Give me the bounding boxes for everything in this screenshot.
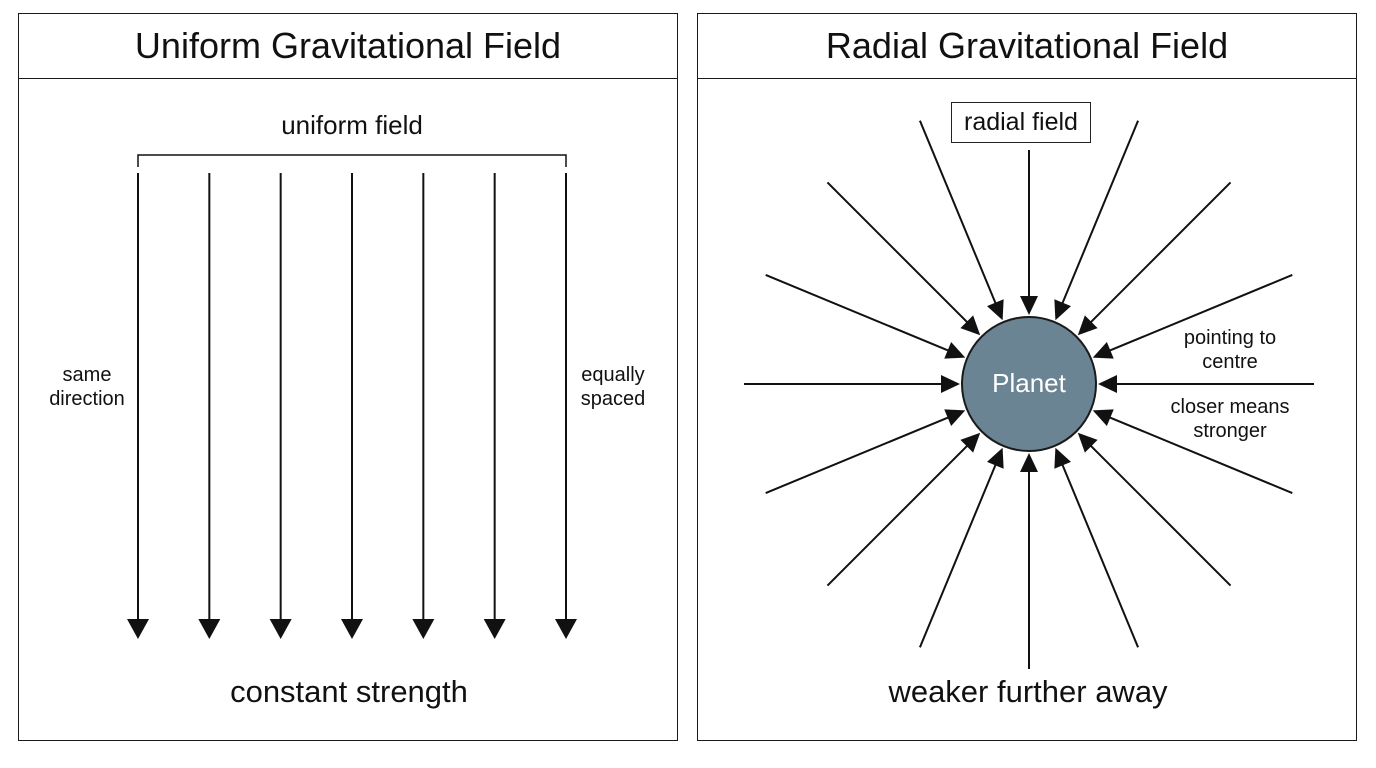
radial-field-arrow-head <box>944 409 966 426</box>
radial-field-arrow-shaft <box>1108 274 1293 353</box>
radial-field-arrow-shaft <box>919 463 998 648</box>
radial-field-body: Planet radial field pointing to centre c… <box>698 78 1358 740</box>
radial-field-arrow-shaft <box>826 444 969 587</box>
radial-field-arrow <box>919 120 1004 321</box>
radial-field-lines <box>744 120 1314 669</box>
radial-field-arrow <box>1092 274 1293 359</box>
radial-field-arrow <box>1092 409 1293 494</box>
radial-field-arrow-head <box>941 375 960 393</box>
radial-field-arrow <box>1054 120 1139 321</box>
uniform-field-arrow <box>127 173 149 639</box>
uniform-field-lines <box>127 173 577 639</box>
radial-field-diagram <box>744 120 1314 669</box>
planet-body <box>961 316 1097 452</box>
uniform-field-arrow <box>412 173 435 639</box>
uniform-field-arrow-head <box>341 619 363 639</box>
radial-field-arrow <box>1077 181 1232 336</box>
pointing-to-centre-note: pointing to centre <box>1160 326 1300 375</box>
radial-field-arrow-head <box>1077 432 1098 453</box>
radial-field-arrow <box>1020 453 1038 669</box>
radial-field-arrow-head <box>987 299 1004 321</box>
uniform-field-arrow-head <box>555 619 577 639</box>
uniform-field-arrow <box>198 173 221 639</box>
same-direction-note: same direction <box>27 363 147 412</box>
uniform-field-arrow <box>269 173 292 639</box>
uniform-field-bracket-label: uniform field <box>281 110 423 140</box>
radial-field-arrow <box>1098 375 1314 393</box>
radial-field-arrow-head <box>1098 375 1117 393</box>
same-direction-text: same direction <box>49 364 125 411</box>
radial-field-arrow <box>919 447 1004 648</box>
radial-field-arrow-head <box>1054 447 1071 469</box>
radial-field-arrow <box>744 375 960 393</box>
equally-spaced-text: equally spaced <box>580 364 646 411</box>
radial-field-arrow-head <box>1092 342 1114 359</box>
weaker-further-away-caption: weaker further away <box>888 674 1168 709</box>
uniform-field-panel: Uniform Gravitational Field uniform fiel… <box>18 13 678 741</box>
uniform-field-arrow <box>483 173 506 639</box>
uniform-field-title: Uniform Gravitational Field <box>19 14 677 79</box>
radial-field-arrow-shaft <box>765 274 950 353</box>
constant-strength-caption: constant strength <box>230 674 468 709</box>
uniform-field-arrow <box>341 173 363 639</box>
radial-field-arrow-head <box>1077 315 1098 336</box>
uniform-field-arrow-head <box>269 619 292 639</box>
radial-field-arrow-head <box>1020 296 1038 315</box>
radial-field-arrow-shaft <box>1060 463 1139 648</box>
radial-field-arrow <box>1020 150 1038 315</box>
equally-spaced-note: equally spaced <box>553 363 673 412</box>
radial-field-arrow-head <box>944 342 966 359</box>
radial-field-arrow-shaft <box>1060 120 1139 305</box>
radial-field-arrow <box>1054 447 1139 648</box>
radial-field-arrow-shaft <box>1108 415 1293 494</box>
radial-field-arrow <box>765 409 966 494</box>
radial-field-arrow-head <box>987 447 1004 469</box>
radial-field-arrow-head <box>960 432 981 453</box>
closer-means-stronger-text: closer means stronger <box>1170 396 1290 443</box>
uniform-field-bracket <box>137 154 567 167</box>
uniform-field-arrow-head <box>127 619 149 639</box>
planet-label: Planet <box>992 368 1066 398</box>
radial-field-arrow-head <box>1092 409 1114 426</box>
radial-field-title: Radial Gravitational Field <box>698 14 1356 79</box>
uniform-field-arrow <box>555 173 577 639</box>
radial-field-arrow-shaft <box>765 415 950 494</box>
radial-field-box-label: radial field <box>951 102 1091 143</box>
closer-means-stronger-note: closer means stronger <box>1150 395 1310 444</box>
uniform-field-body: uniform field same direction equally spa… <box>19 78 679 740</box>
radial-field-arrow-shaft <box>1089 181 1232 324</box>
radial-field-arrow-shaft <box>1089 444 1232 587</box>
pointing-to-centre-text: pointing to centre <box>1183 327 1277 374</box>
radial-field-arrow-head <box>1054 299 1071 321</box>
radial-field-arrow-shaft <box>826 181 969 324</box>
radial-field-arrow <box>765 274 966 359</box>
uniform-field-arrow-head <box>483 619 506 639</box>
radial-field-panel: Radial Gravitational Field Planet radial… <box>697 13 1357 741</box>
radial-field-arrow <box>1077 432 1232 587</box>
radial-field-arrow-head <box>1020 453 1038 472</box>
uniform-field-arrow-head <box>198 619 221 639</box>
uniform-field-diagram <box>127 154 577 639</box>
uniform-field-arrow-head <box>412 619 435 639</box>
radial-field-arrow <box>826 181 981 336</box>
radial-field-arrow-shaft <box>919 120 998 305</box>
radial-field-arrow-head <box>960 315 981 336</box>
radial-field-arrow <box>826 432 981 587</box>
